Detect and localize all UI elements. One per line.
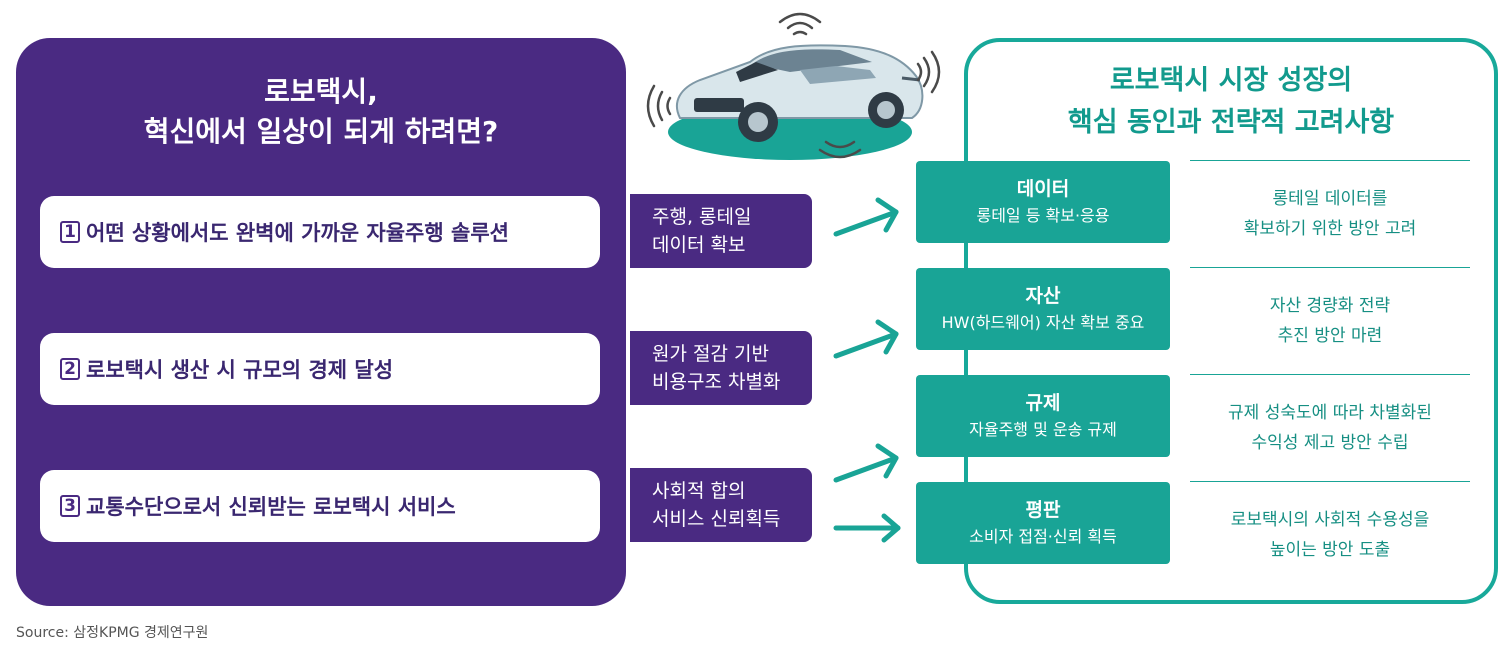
consideration-4-line2: 높이는 방안 도출 — [1269, 539, 1391, 560]
driver-name-4: 평판 — [1025, 499, 1061, 521]
car-illustration — [646, 12, 941, 160]
solution-box-1: 1 어떤 상황에서도 완벽에 가까운 자율주행 솔루션 — [40, 196, 600, 268]
left-title-line1: 로보택시, — [264, 75, 378, 108]
tag-box-1: 주행, 롱테일 데이터 확보 — [630, 194, 812, 268]
driver-box-3: 규제 자율주행 및 운송 규제 — [916, 375, 1170, 457]
arrow-right-icon — [833, 197, 899, 237]
tag-1-line1: 주행, 롱테일 — [652, 206, 752, 228]
source-note: Source: 삼정KPMG 경제연구원 — [16, 625, 209, 641]
wireless-signal-icon — [778, 12, 822, 36]
solution-number-2: 2 — [60, 358, 80, 380]
tag-2-line1: 원가 절감 기반 — [652, 343, 769, 365]
right-panel-title: 로보택시 시장 성장의 핵심 동인과 전략적 고려사항 — [968, 60, 1494, 144]
arrow-right-icon — [833, 319, 899, 359]
consideration-3-line2: 수익성 제고 방안 수립 — [1251, 432, 1409, 453]
tag-2-line2: 비용구조 차별화 — [652, 371, 781, 393]
wireless-signal-icon — [916, 50, 941, 94]
solution-text-1: 어떤 상황에서도 완벽에 가까운 자율주행 솔루션 — [86, 221, 509, 245]
driver-desc-1: 롱테일 등 확보·응용 — [976, 206, 1110, 225]
right-title-line2: 핵심 동인과 전략적 고려사항 — [1067, 107, 1395, 138]
consideration-3-line1: 규제 성숙도에 따라 차별화된 — [1228, 402, 1432, 423]
solution-number-3: 3 — [60, 495, 80, 517]
car-icon — [675, 44, 924, 142]
driver-desc-4: 소비자 접점·신뢰 획득 — [969, 527, 1117, 546]
consideration-4-line1: 로보택시의 사회적 수용성을 — [1230, 509, 1430, 530]
driver-name-1: 데이터 — [1016, 178, 1070, 200]
tag-1-line2: 데이터 확보 — [652, 234, 746, 256]
wireless-signal-icon — [818, 140, 862, 159]
right-title-line1: 로보택시 시장 성장의 — [1109, 65, 1353, 96]
wireless-signal-icon — [646, 84, 672, 128]
driver-desc-2: HW(하드웨어) 자산 확보 중요 — [941, 313, 1145, 332]
driver-name-3: 규제 — [1025, 392, 1061, 414]
consideration-4: 로보택시의 사회적 수용성을 높이는 방안 도출 — [1190, 481, 1470, 587]
consideration-3: 규제 성숙도에 따라 차별화된 수익성 제고 방안 수립 — [1190, 374, 1470, 480]
consideration-2-line2: 추진 방안 마련 — [1277, 325, 1383, 346]
driver-desc-3: 자율주행 및 운송 규제 — [969, 420, 1117, 439]
left-title-line2: 혁신에서 일상이 되게 하려면? — [143, 115, 499, 148]
solution-number-1: 1 — [60, 221, 80, 243]
left-panel-title: 로보택시, 혁신에서 일상이 되게 하려면? — [16, 72, 626, 152]
driver-box-4: 평판 소비자 접점·신뢰 획득 — [916, 482, 1170, 564]
consideration-2-line1: 자산 경량화 전략 — [1269, 295, 1391, 316]
arrow-right-icon — [833, 443, 899, 483]
solution-box-2: 2 로보택시 생산 시 규모의 경제 달성 — [40, 333, 600, 405]
solution-text-2: 로보택시 생산 시 규모의 경제 달성 — [86, 358, 394, 382]
arrow-right-icon — [833, 513, 901, 543]
solution-text-3: 교통수단으로서 신뢰받는 로보택시 서비스 — [86, 495, 456, 519]
consideration-1-line2: 확보하기 위한 방안 고려 — [1243, 218, 1417, 239]
tag-box-2: 원가 절감 기반 비용구조 차별화 — [630, 331, 812, 405]
tag-3-line1: 사회적 합의 — [652, 480, 746, 502]
consideration-2: 자산 경량화 전략 추진 방안 마련 — [1190, 267, 1470, 373]
driver-name-2: 자산 — [1025, 285, 1061, 307]
driver-box-2: 자산 HW(하드웨어) 자산 확보 중요 — [916, 268, 1170, 350]
arrows-group — [833, 197, 901, 543]
consideration-1: 롱테일 데이터를 확보하기 위한 방안 고려 — [1190, 160, 1470, 266]
consideration-1-line1: 롱테일 데이터를 — [1272, 188, 1388, 209]
tag-3-line2: 서비스 신뢰획득 — [652, 508, 781, 530]
solution-box-3: 3 교통수단으로서 신뢰받는 로보택시 서비스 — [40, 470, 600, 542]
tag-box-3: 사회적 합의 서비스 신뢰획득 — [630, 468, 812, 542]
driver-box-1: 데이터 롱테일 등 확보·응용 — [916, 161, 1170, 243]
